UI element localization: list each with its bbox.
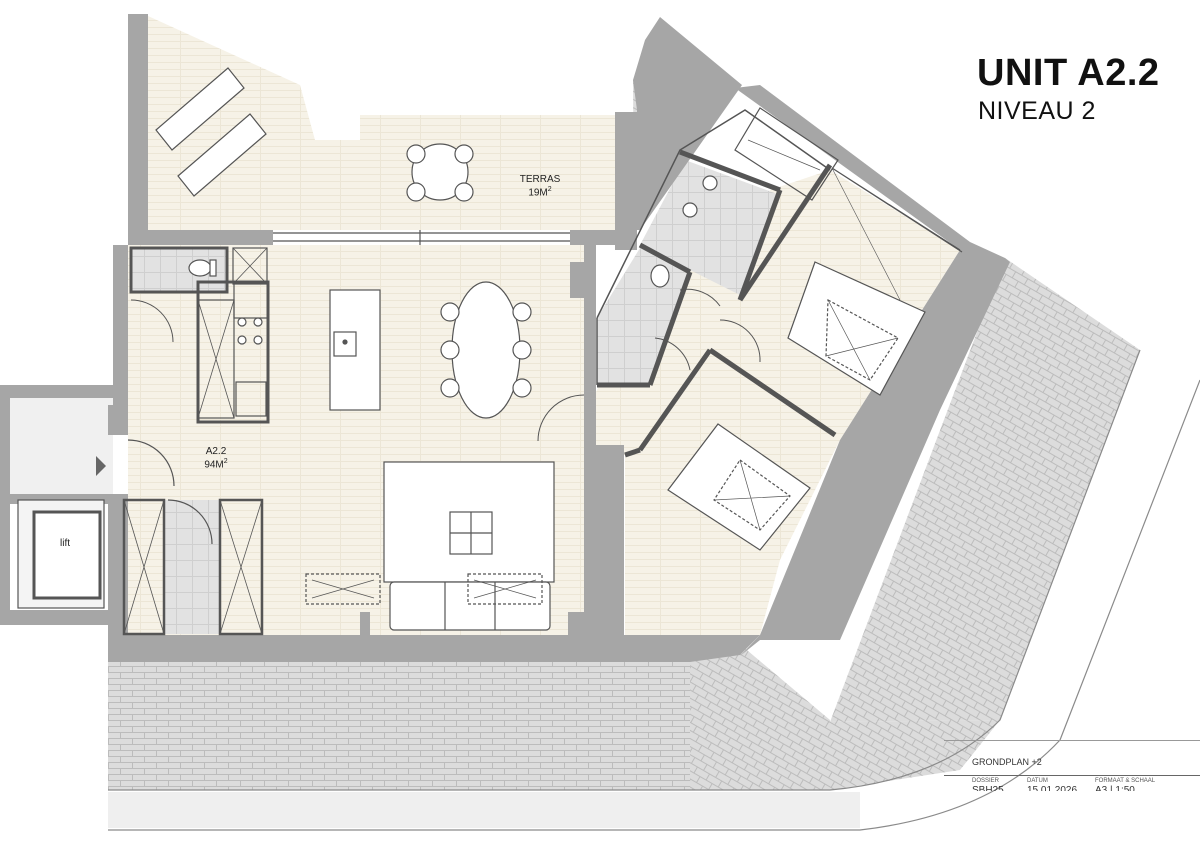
window-slider: [273, 230, 570, 245]
terrace-name: TERRAS: [519, 174, 561, 185]
terrace-label: TERRAS 19M2: [505, 174, 575, 198]
corridor-doors: [537, 288, 761, 442]
title-block-divider: [944, 775, 1200, 776]
lift-shaft: [17, 499, 105, 609]
format-value: A3 | 1:50: [1095, 785, 1135, 791]
walls: [0, 14, 1010, 662]
bedroom-2: [667, 423, 811, 551]
bath-outline: [596, 109, 831, 385]
hall-closet-floor: [164, 500, 220, 634]
dining-table: [440, 281, 532, 419]
datum-value: 15.01.2026: [1027, 785, 1078, 791]
drawing-title: GRONDPLAN +2: [972, 757, 1042, 767]
wc-left: [129, 246, 268, 343]
lift-label: lift: [60, 538, 70, 549]
title-block-line: [944, 740, 1200, 741]
dossier-key: DOSSIER: [972, 778, 1000, 784]
kitchen: [196, 280, 270, 424]
paving-bottom: [108, 640, 830, 790]
unit-area: 94M2: [204, 457, 228, 470]
unit-title: UNIT A2.2: [977, 52, 1160, 94]
terrace-area: 19M2: [528, 185, 552, 198]
entrance-closets: [122, 439, 264, 636]
bathroom-fixtures: [650, 107, 839, 288]
unit-name: A2.2: [205, 446, 227, 457]
street-edge: [108, 349, 1200, 831]
sidewalk: [108, 792, 860, 828]
paving-right: [830, 258, 1140, 790]
datum-key: DATUM: [1027, 778, 1048, 784]
format-key: FORMAAT & SCHAAL: [1095, 778, 1156, 784]
hallway-floor: [10, 398, 113, 494]
kitchen-island: [329, 289, 381, 411]
dossier-value: SBH25: [972, 785, 1004, 791]
living-area: [305, 461, 555, 631]
level-title: NIVEAU 2: [978, 97, 1096, 125]
entrance-arrow-icon: [96, 456, 106, 476]
inner-walls: [597, 149, 837, 458]
terrace-floor: [148, 16, 615, 230]
unit-label: A2.2 94M2: [186, 446, 246, 470]
terrace-furniture: [155, 67, 474, 202]
bedroom-1: [787, 167, 963, 396]
